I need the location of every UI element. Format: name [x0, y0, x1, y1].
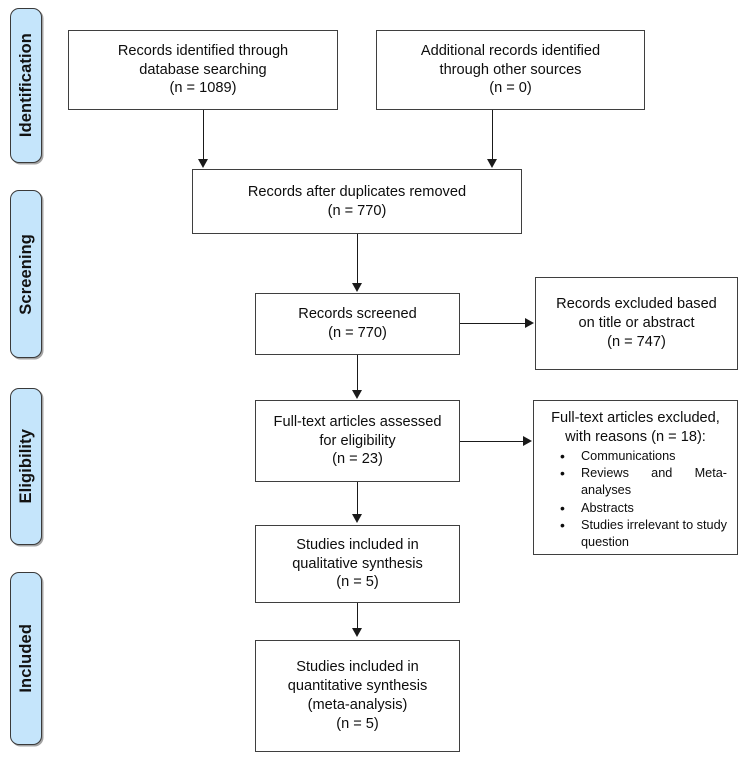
arrowhead-screened-to-fulltext: [351, 390, 362, 399]
box-records-excluded: Records excluded based on title or abstr…: [535, 277, 738, 370]
connector-identified-to-duplicates: [203, 110, 204, 161]
box-fulltext-excluded-line2: with reasons (n = 18):: [565, 428, 706, 445]
box-quantitative-synthesis-line1: Studies included in: [296, 659, 419, 676]
box-records-identified-count: (n = 1089): [169, 80, 237, 97]
list-item: Abstracts: [538, 499, 733, 518]
stage-tab-identification-label: Identification: [16, 33, 35, 138]
box-records-identified-line2: database searching: [139, 61, 267, 78]
box-records-after-duplicates-line1: Records after duplicates removed: [247, 183, 467, 200]
connector-duplicates-to-screened: [357, 234, 358, 285]
box-quantitative-synthesis-count: (n = 5): [336, 715, 379, 732]
box-records-after-duplicates-count: (n = 770): [327, 202, 387, 219]
box-records-identified: Records identified through database sear…: [68, 30, 338, 110]
list-item: Reviews and Meta-analyses: [538, 464, 733, 500]
box-additional-records: Additional records identified through ot…: [376, 30, 645, 110]
box-records-excluded-line2: on title or abstract: [578, 315, 695, 332]
box-records-screened: Records screened (n = 770): [255, 293, 460, 355]
box-records-identified-line1: Records identified through: [117, 42, 289, 59]
box-qualitative-synthesis: Studies included in qualitative synthesi…: [255, 525, 460, 603]
box-additional-records-count: (n = 0): [489, 80, 532, 97]
box-quantitative-synthesis-line3: (meta-analysis): [307, 697, 408, 713]
box-fulltext-assessed-line1: Full-text articles assessed: [273, 413, 442, 430]
arrowhead-additional-to-duplicates: [486, 159, 497, 168]
connector-qualitative-to-quantitative: [357, 603, 358, 633]
box-additional-records-line2: through other sources: [439, 61, 582, 78]
box-additional-records-line1: Additional records identified: [420, 42, 601, 59]
box-quantitative-synthesis-line2: quantitative synthesis: [287, 678, 428, 695]
stage-tab-included-label: Included: [16, 624, 35, 693]
arrowhead-fulltext-to-qualitative: [351, 514, 362, 523]
exclusion-reason-list: Communications Reviews and Meta-analyses…: [538, 447, 733, 552]
connector-fulltext-to-qualitative: [357, 482, 358, 516]
arrowhead-duplicates-to-screened: [351, 283, 362, 292]
stage-tab-identification[interactable]: Identification: [10, 8, 42, 163]
connector-additional-to-duplicates: [492, 110, 493, 161]
box-fulltext-excluded-line1: Full-text articles excluded,: [551, 410, 720, 426]
arrowhead-fulltext-to-excluded: [523, 435, 532, 446]
box-records-screened-line1: Records screened: [298, 306, 417, 323]
arrowhead-identified-to-duplicates: [197, 159, 208, 168]
connector-fulltext-to-excluded: [460, 441, 524, 442]
stage-tab-included[interactable]: Included: [10, 572, 42, 745]
stage-tab-eligibility-label: Eligibility: [16, 429, 35, 504]
connector-screened-to-excluded: [460, 323, 526, 324]
box-fulltext-assessed: Full-text articles assessed for eligibil…: [255, 400, 460, 482]
box-records-excluded-count: (n = 747): [607, 333, 666, 350]
list-item: Studies irrelevant to study question: [538, 516, 733, 552]
box-fulltext-assessed-line2: for eligibility: [319, 432, 396, 449]
connector-screened-to-fulltext: [357, 355, 358, 392]
box-records-excluded-line1: Records excluded based: [556, 296, 717, 313]
box-records-after-duplicates: Records after duplicates removed (n = 77…: [192, 169, 522, 234]
arrowhead-screened-to-excluded: [525, 317, 534, 328]
stage-tab-eligibility[interactable]: Eligibility: [10, 388, 42, 545]
box-qualitative-synthesis-count: (n = 5): [336, 574, 379, 591]
stage-tab-screening[interactable]: Screening: [10, 190, 42, 358]
box-quantitative-synthesis: Studies included in quantitative synthes…: [255, 640, 460, 752]
box-fulltext-excluded: Full-text articles excluded, with reason…: [533, 400, 738, 555]
box-fulltext-assessed-count: (n = 23): [332, 451, 383, 468]
arrowhead-qualitative-to-quantitative: [351, 628, 362, 637]
box-qualitative-synthesis-line1: Studies included in: [296, 536, 419, 553]
list-item: Communications: [538, 447, 733, 466]
stage-tab-screening-label: Screening: [16, 233, 35, 315]
box-qualitative-synthesis-line2: qualitative synthesis: [292, 555, 423, 572]
box-records-screened-count: (n = 770): [328, 325, 387, 341]
